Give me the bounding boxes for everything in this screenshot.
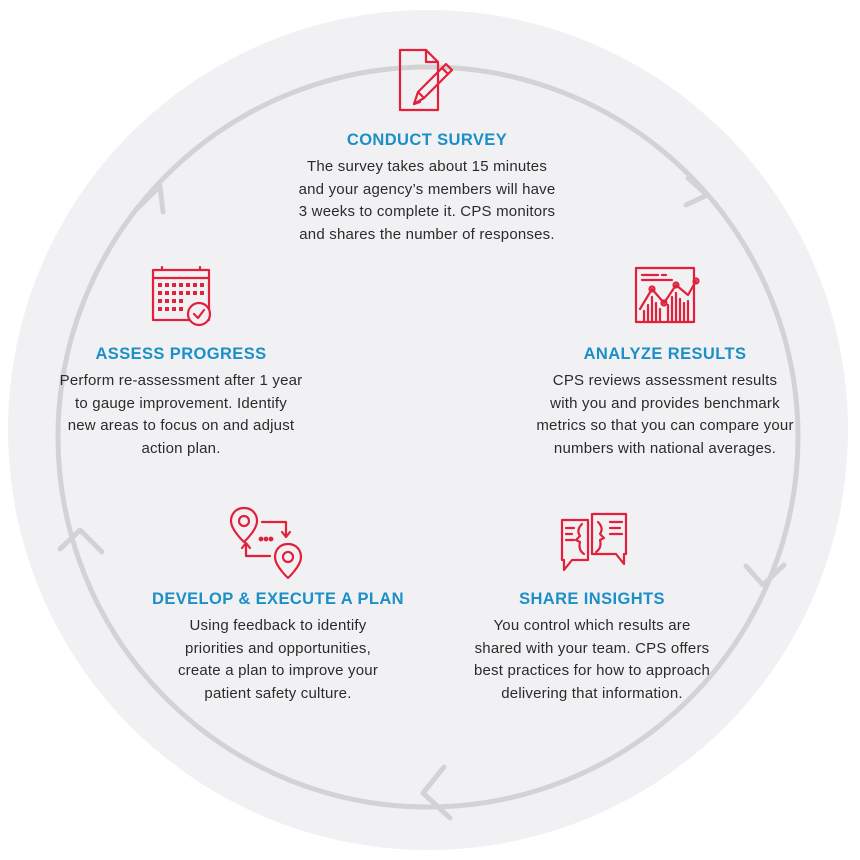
step-description-line: 3 weeks to complete it. CPS monitors [298,203,556,220]
step-description-line: create a plan to improve your [177,662,379,679]
calendar-check-icon [151,266,212,327]
document-pencil-icon [398,48,454,112]
step-description-line: metrics so that you can compare your [536,417,794,434]
step-description-line: CPS reviews assessment results [552,372,778,389]
step-description: Perform re-assessment after 1 year to ga… [30,370,332,460]
step-description-line: and shares the number of responses. [299,225,555,243]
step-description-line: priorities and opportunities, [185,639,371,657]
step-description-line: delivering that information. [501,684,683,702]
ring-arrow-left [57,527,105,555]
step-description: The survey takes about 15 minutes and yo… [262,156,592,246]
step-description-line: Perform re-assessment after 1 year [59,372,303,389]
step-description: CPS reviews assessment results with you … [508,370,822,460]
step-assess-progress: ASSESS PROGRESS Perform re-assessment af… [30,345,332,460]
speech-bubbles-faces-icon [560,512,628,572]
step-description-line: You control which results are [493,617,691,634]
step-description-line: patient safety culture. [204,684,352,702]
step-description-line: to gauge improvement. Identify [75,394,287,412]
step-title: DEVELOP & EXECUTE A PLAN [152,590,404,608]
step-develop-plan: DEVELOP & EXECUTE A PLAN Using feedback … [128,590,428,705]
step-description-line: best practices for how to approach [473,662,711,679]
step-title: ANALYZE RESULTS [583,345,747,363]
step-description-line: new areas to focus on and adjust [67,417,295,434]
step-description-line: The survey takes about 15 minutes [306,158,548,175]
ring-arrow-bottom [420,764,453,821]
step-conduct-survey: CONDUCT SURVEY The survey takes about 15… [262,131,592,246]
step-description-line: and your agency’s members will have [298,180,556,198]
cycle-ring [55,64,801,810]
step-analyze-results: ANALYZE RESULTS CPS reviews assessment r… [508,345,822,460]
step-share-insights: SHARE INSIGHTS You control which results… [442,590,742,705]
analytics-chart-icon [634,266,700,324]
step-title: CONDUCT SURVEY [346,131,508,149]
ring-arrow-right [743,562,787,588]
step-description: You control which results are shared wit… [442,615,742,705]
step-description-line: action plan. [141,439,221,457]
step-description-line: numbers with national averages. [553,439,777,457]
step-description: Using feedback to identify priorities an… [128,615,428,705]
step-description-line: Using feedback to identify [189,617,367,634]
step-description-line: with you and provides benchmark [550,394,780,412]
ring-arrow-top-left [135,183,166,215]
background-circle [8,10,848,850]
step-description-line: shared with your team. CPS offers [474,639,710,657]
step-title: ASSESS PROGRESS [95,345,267,363]
ring-arrow-top-right [683,175,710,208]
step-title: SHARE INSIGHTS [519,590,665,608]
route-pins-icon [229,506,303,580]
